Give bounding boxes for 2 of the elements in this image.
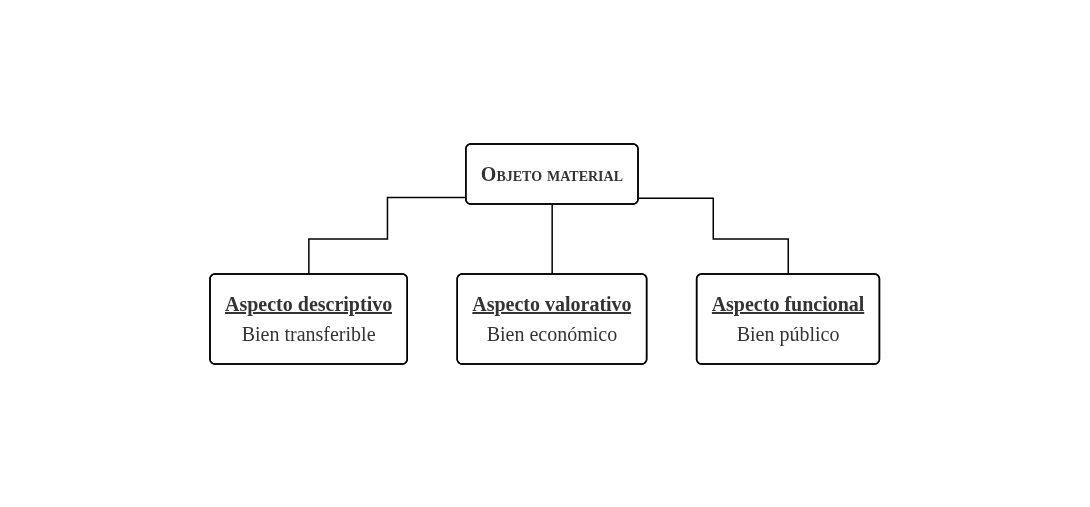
connector	[638, 196, 790, 275]
connector	[551, 203, 554, 275]
